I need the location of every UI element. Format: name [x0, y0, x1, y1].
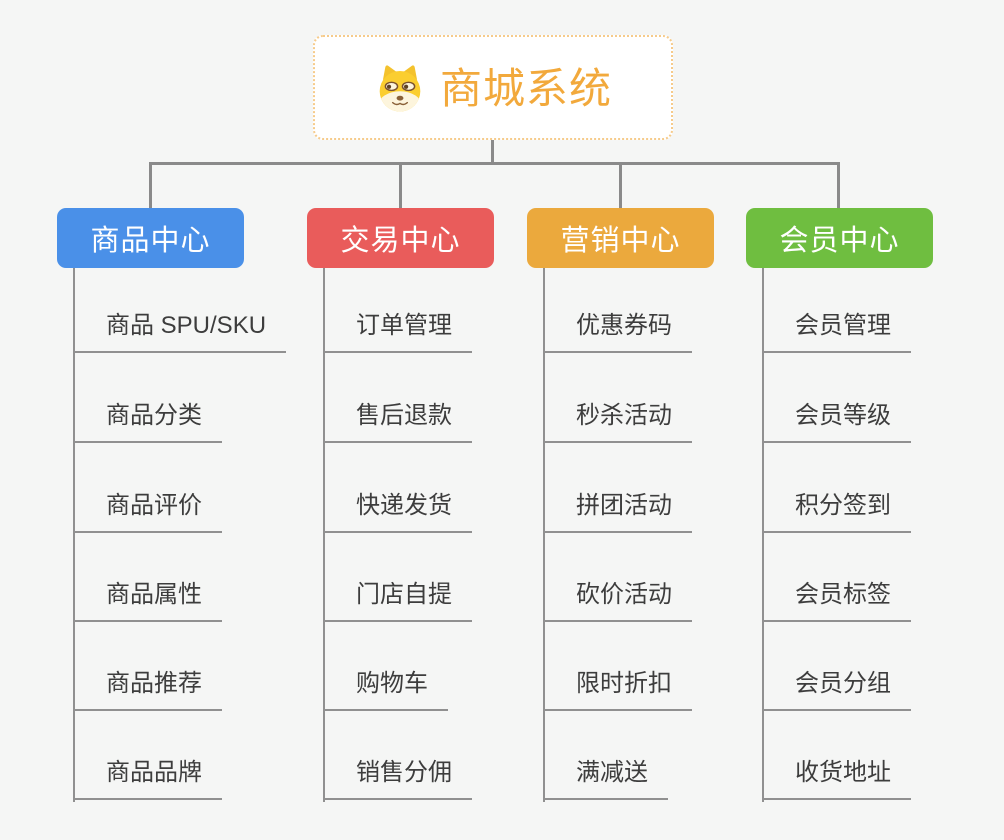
connector-drop-1 — [149, 162, 152, 210]
connector-root-stub — [491, 140, 494, 164]
connector-drop-2 — [399, 162, 402, 210]
connector-drop-4 — [837, 162, 840, 210]
branch-header-product-center[interactable]: 商品中心 — [57, 208, 244, 268]
branch-spine — [73, 268, 75, 802]
branch-header-trade-center[interactable]: 交易中心 — [307, 208, 494, 268]
leaf-topic[interactable]: 会员标签 — [762, 580, 911, 622]
leaf-topic[interactable]: 销售分佣 — [323, 758, 472, 800]
leaf-topic[interactable]: 商品推荐 — [73, 669, 222, 711]
root-topic-label: 商城系统 — [439, 64, 612, 112]
branch-header-member-center[interactable]: 会员中心 — [746, 208, 933, 268]
branch-spine — [762, 268, 764, 802]
connector-drop-3 — [619, 162, 622, 210]
connector-rail — [149, 162, 840, 165]
root-topic[interactable]: 商城系统 — [313, 35, 673, 140]
leaf-topic[interactable]: 收货地址 — [762, 758, 911, 800]
leaf-topic[interactable]: 快递发货 — [323, 491, 472, 533]
leaf-topic[interactable]: 商品分类 — [73, 401, 222, 443]
leaf-topic[interactable]: 商品 SPU/SKU — [73, 311, 287, 353]
leaf-topic[interactable]: 会员管理 — [762, 311, 911, 353]
leaf-topic[interactable]: 商品属性 — [73, 580, 222, 622]
dog-face-icon — [374, 62, 426, 114]
leaf-topic[interactable]: 砍价活动 — [543, 580, 692, 622]
leaf-topic[interactable]: 限时折扣 — [543, 669, 692, 711]
leaf-topic[interactable]: 满减送 — [543, 758, 668, 800]
branch-spine — [323, 268, 325, 802]
leaf-topic[interactable]: 门店自提 — [323, 580, 472, 622]
leaf-topic[interactable]: 积分签到 — [762, 491, 911, 533]
leaf-topic[interactable]: 拼团活动 — [543, 491, 692, 533]
branch-spine — [543, 268, 545, 802]
leaf-topic[interactable]: 售后退款 — [323, 401, 472, 443]
leaf-topic[interactable]: 商品评价 — [73, 491, 222, 533]
leaf-topic[interactable]: 订单管理 — [323, 311, 472, 353]
leaf-topic[interactable]: 会员分组 — [762, 669, 911, 711]
leaf-topic[interactable]: 优惠券码 — [543, 311, 692, 353]
leaf-topic[interactable]: 会员等级 — [762, 401, 911, 443]
leaf-topic[interactable]: 购物车 — [323, 669, 448, 711]
branch-header-marketing-center[interactable]: 营销中心 — [527, 208, 714, 268]
leaf-topic[interactable]: 商品品牌 — [73, 758, 222, 800]
leaf-topic[interactable]: 秒杀活动 — [543, 401, 692, 443]
